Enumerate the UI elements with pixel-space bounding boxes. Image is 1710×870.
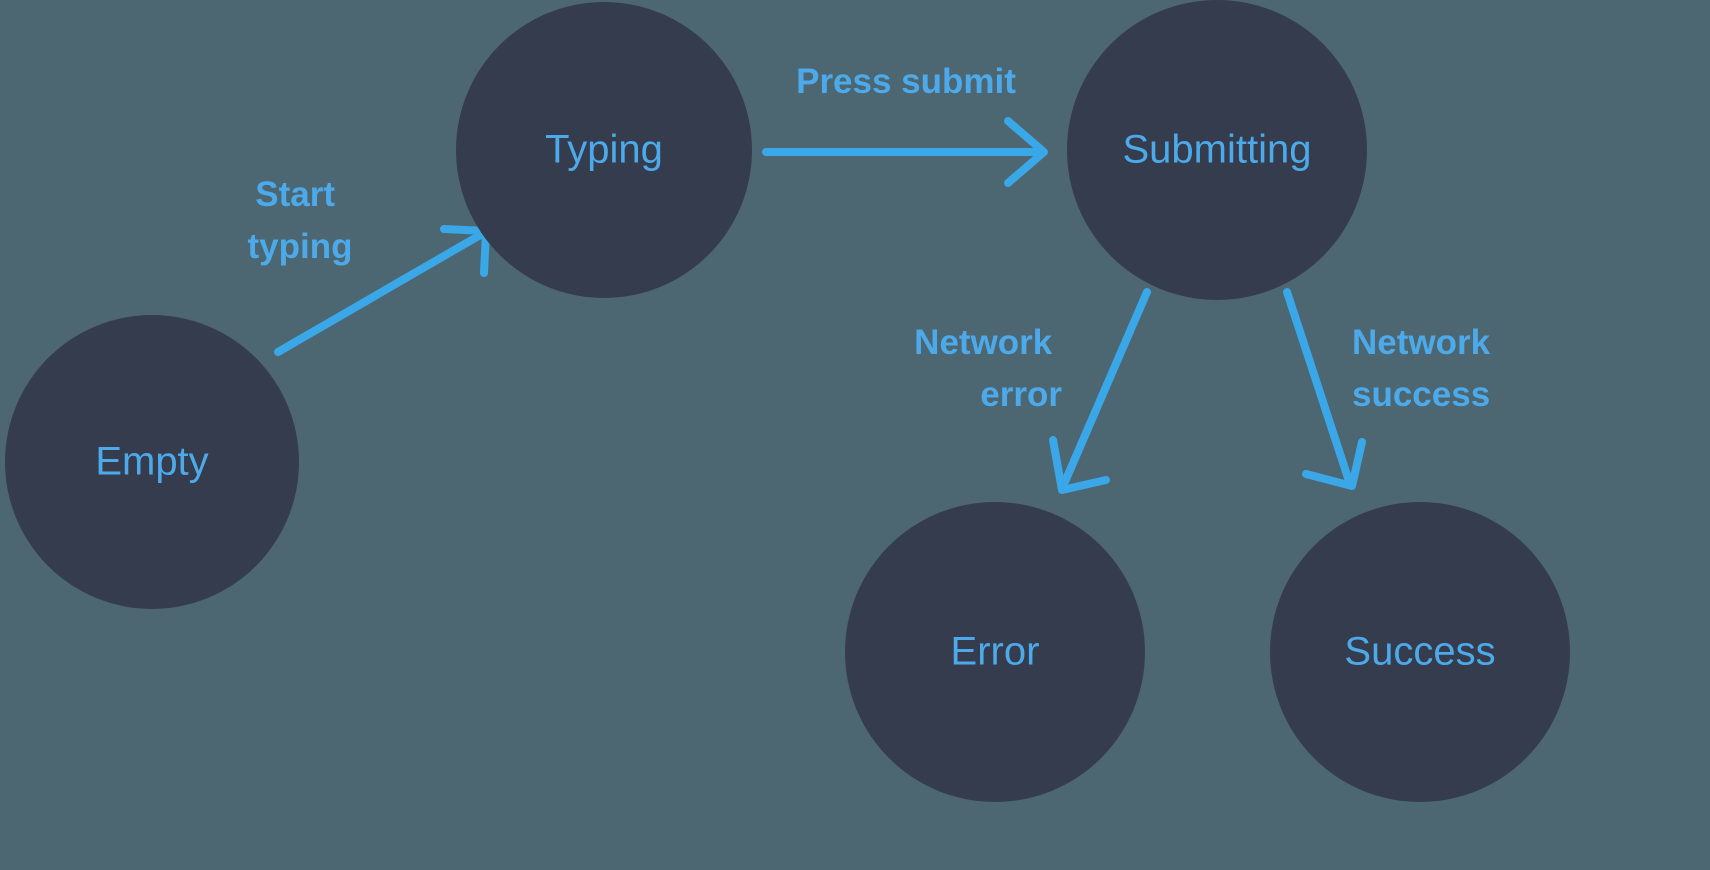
state-circle-error bbox=[845, 502, 1145, 802]
transition-start-typing-line bbox=[274, 230, 486, 356]
transition-press-submit[interactable] bbox=[762, 117, 1048, 187]
transition-label-network-success-line-1: Network bbox=[1352, 323, 1491, 362]
state-circle-typing bbox=[456, 2, 752, 298]
transition-label-network-error-line-1: Network bbox=[914, 323, 1053, 362]
state-circle-empty bbox=[5, 315, 299, 609]
transition-label-network-success-line-2: success bbox=[1352, 375, 1490, 414]
transition-network-error[interactable] bbox=[1049, 288, 1151, 494]
transition-network-error-arrowhead bbox=[1049, 436, 1110, 494]
transition-network-success-line bbox=[1283, 288, 1352, 482]
state-circle-submitting bbox=[1067, 0, 1367, 300]
transition-press-submit-arrowhead bbox=[1004, 117, 1048, 187]
transition-label-start-typing: Start typing bbox=[248, 175, 353, 266]
transition-label-start-typing-line-2: typing bbox=[248, 227, 353, 266]
transition-label-network-error-line-2: error bbox=[980, 375, 1062, 414]
state-node-success[interactable]: Success bbox=[1270, 502, 1570, 802]
transition-label-network-success: Network success bbox=[1352, 323, 1500, 414]
transition-network-success-arrowhead bbox=[1302, 438, 1366, 490]
transition-label-press-submit-line-1: Press submit bbox=[796, 62, 1016, 101]
transition-label-press-submit: Press submit bbox=[796, 62, 1016, 101]
transition-label-start-typing-line-1: Start bbox=[255, 175, 335, 214]
state-label-success: Success bbox=[1344, 630, 1495, 674]
state-label-typing: Typing bbox=[545, 128, 663, 172]
state-node-empty[interactable]: Empty bbox=[5, 315, 299, 609]
state-label-submitting: Submitting bbox=[1123, 128, 1312, 172]
state-node-typing[interactable]: Typing bbox=[456, 2, 752, 298]
transition-network-error-line bbox=[1060, 288, 1151, 488]
state-node-error[interactable]: Error bbox=[845, 502, 1145, 802]
state-label-empty: Empty bbox=[95, 440, 208, 484]
transition-label-network-error: Network error bbox=[914, 323, 1062, 414]
state-circle-success bbox=[1270, 502, 1570, 802]
state-label-error: Error bbox=[951, 630, 1040, 674]
state-node-submitting[interactable]: Submitting bbox=[1067, 0, 1367, 300]
transition-network-success[interactable] bbox=[1283, 288, 1366, 490]
